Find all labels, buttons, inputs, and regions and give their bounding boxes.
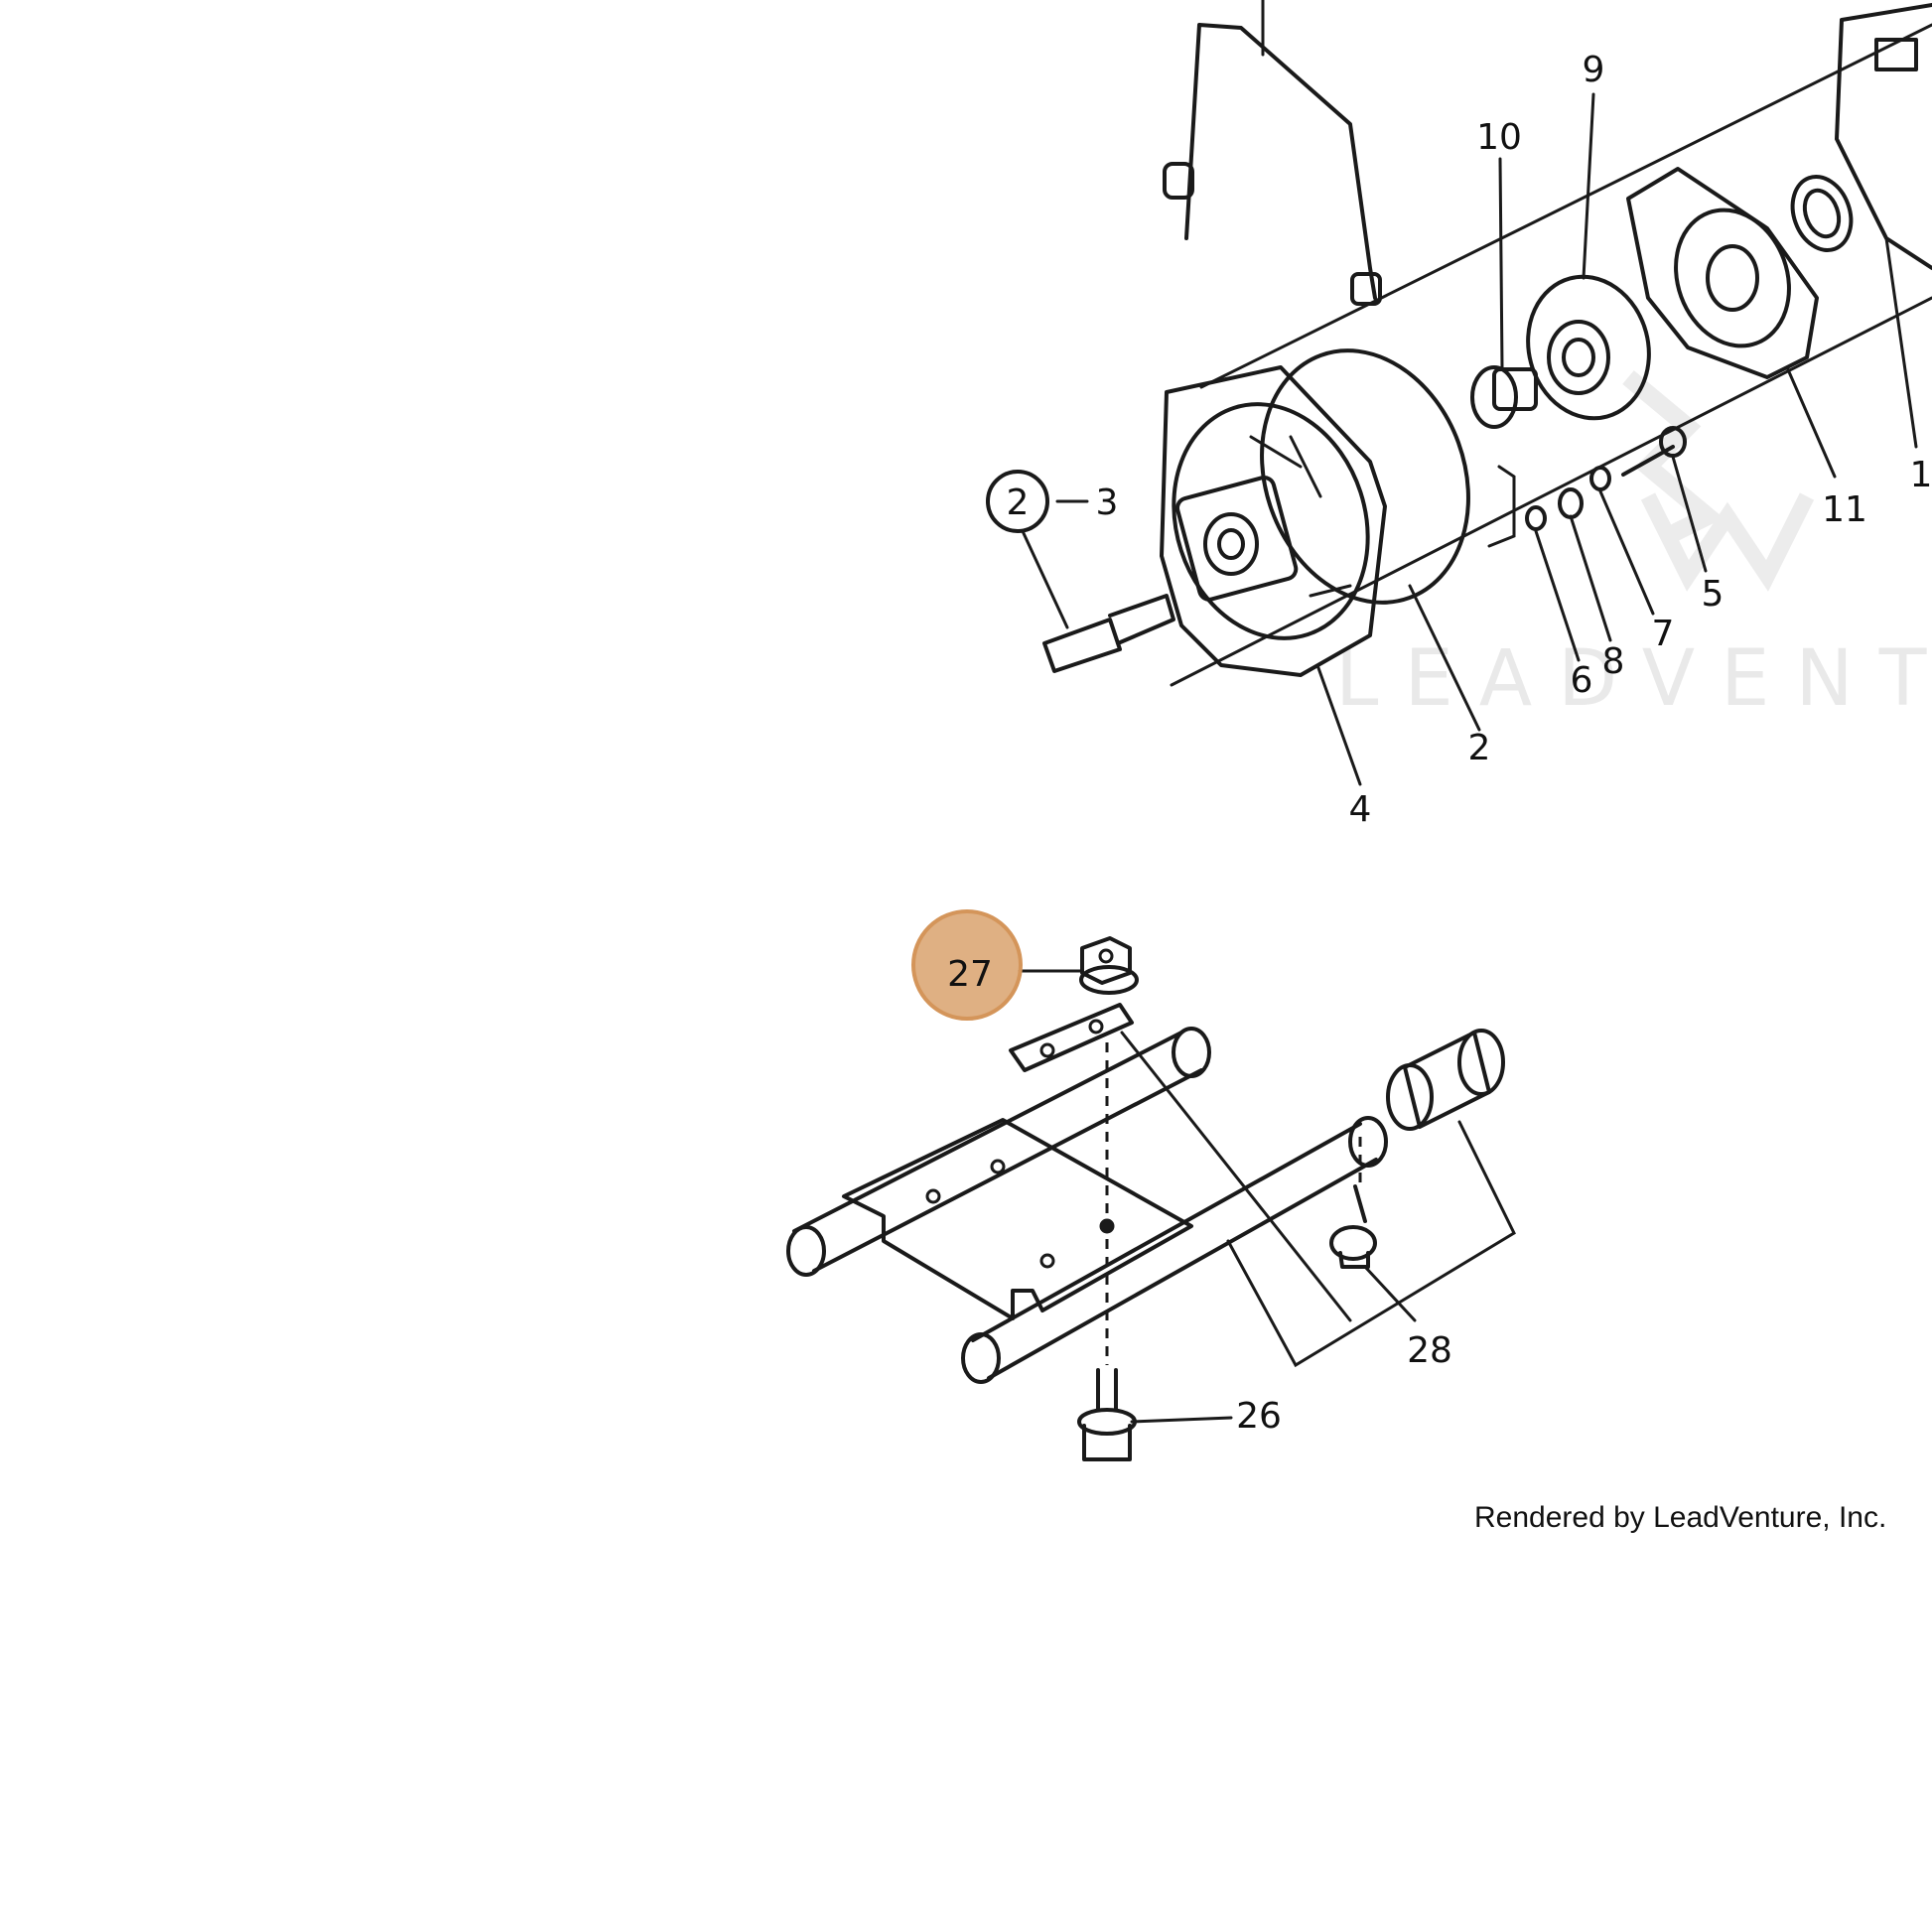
drain-bolt xyxy=(1470,365,1538,429)
hose-nipple xyxy=(1042,594,1175,673)
callout-5: 5 xyxy=(1702,574,1725,615)
oil-seal xyxy=(1790,175,1854,252)
callout-7: 7 xyxy=(1652,614,1675,654)
bracket-plate xyxy=(1009,1003,1134,1072)
callout-4: 4 xyxy=(1349,789,1372,830)
callout-10: 10 xyxy=(1476,117,1522,158)
collar xyxy=(1386,1029,1505,1131)
bolt-26 xyxy=(1077,1368,1137,1461)
callout-11: 11 xyxy=(1822,489,1867,530)
pipe xyxy=(1184,23,1377,300)
callout-3: 3 xyxy=(1096,483,1119,523)
callout-2-circle xyxy=(986,470,1049,533)
callout-1: 1 xyxy=(1910,455,1932,495)
o-ring xyxy=(1260,348,1470,605)
washer-8 xyxy=(1558,487,1584,519)
upper-callouts: 2 3 4 2 6 8 7 5 10 9 11 1 xyxy=(986,50,1932,830)
credit-text: Rendered by LeadVenture, Inc. xyxy=(1474,1501,1886,1534)
callout-9: 9 xyxy=(1583,50,1605,90)
watermark: LEADVENTUR xyxy=(1335,370,1932,724)
washer-7 xyxy=(1589,466,1611,491)
highlight-marker[interactable] xyxy=(911,909,1023,1021)
cover xyxy=(1835,3,1932,270)
screw-28 xyxy=(1329,1184,1377,1269)
impeller xyxy=(1626,167,1819,379)
lower-callouts: 27 28 26 xyxy=(947,954,1452,1437)
flange-nut xyxy=(1079,936,1139,995)
pump-housing xyxy=(1160,365,1387,677)
washer-6 xyxy=(1525,505,1547,531)
bracket-assembly xyxy=(786,936,1516,1461)
callout-2: 2 xyxy=(1468,728,1491,768)
callout-28: 28 xyxy=(1407,1330,1452,1371)
callout-27[interactable]: 27 xyxy=(947,954,993,995)
seal-plate xyxy=(1526,274,1651,421)
callout-26: 26 xyxy=(1236,1396,1282,1437)
watermark-text: LEADVENTUR xyxy=(1335,634,1932,724)
water-pump-assembly xyxy=(1021,0,1932,786)
frame xyxy=(786,1027,1388,1384)
callout-8: 8 xyxy=(1602,641,1625,682)
callout-6: 6 xyxy=(1571,660,1593,701)
callout-2-circled: 2 xyxy=(1007,483,1030,523)
